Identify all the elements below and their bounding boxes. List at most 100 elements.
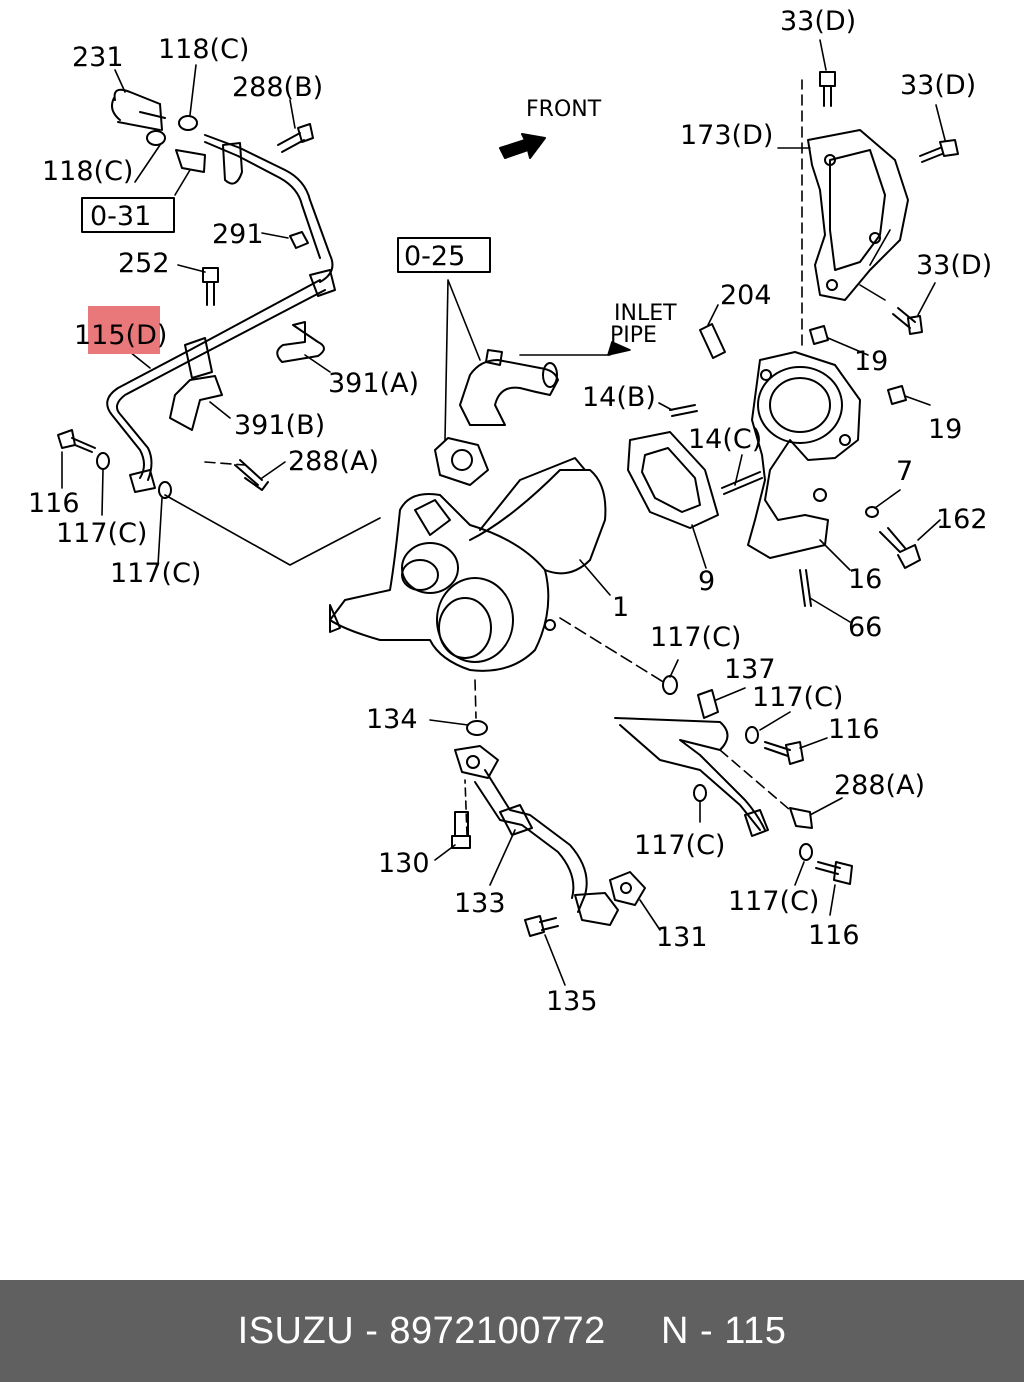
stud-14b [669, 404, 698, 417]
label-box-031: 0-31 [90, 201, 151, 232]
label-9: 9 [698, 566, 715, 597]
nut-19-a [809, 325, 829, 345]
oil-pipe-upper [204, 134, 334, 283]
label-118c-top: 118(C) [158, 34, 249, 65]
label-117c-b: 117(C) [110, 558, 201, 589]
label-19-b: 19 [928, 414, 962, 445]
bolt-288b [277, 123, 314, 153]
gasket-131 [609, 871, 646, 906]
stud-14c [721, 471, 763, 495]
stud-162 [879, 527, 921, 569]
label-inlet: INLET [614, 301, 677, 326]
label-1: 1 [612, 592, 629, 623]
highlight-115d [88, 306, 160, 354]
flange-133 [454, 745, 619, 926]
elbow-025 [459, 349, 559, 426]
label-115d: 115(D) [74, 320, 167, 351]
bracket-391a [276, 321, 325, 363]
label-291: 291 [212, 219, 264, 250]
bolt-33d-right [919, 139, 959, 163]
label-117c-e: 117(C) [634, 830, 725, 861]
label-box-025: 0-25 [404, 241, 465, 272]
footer-part-number: ISUZU - 8972100772 N - 115 [0, 1280, 1024, 1382]
label-391a: 391(A) [328, 368, 419, 399]
exhaust-outlet-16 [747, 351, 861, 559]
label-116-left: 116 [28, 488, 80, 519]
fitting-137 [697, 689, 719, 719]
label-14b: 14(B) [582, 382, 656, 413]
stud-204 [699, 323, 726, 359]
union-fitting-left [129, 469, 156, 493]
label-135: 135 [546, 986, 598, 1017]
washer-117c-f [799, 843, 813, 861]
label-130: 130 [378, 848, 430, 879]
bolt-288a-right [789, 807, 813, 829]
gasket-025 [434, 437, 489, 486]
bolt-116-low [815, 861, 853, 885]
label-131: 131 [656, 922, 708, 953]
labels: 231 118(C) 288(B) 118(C) 0-31 291 252 11… [28, 6, 992, 1017]
washer-7 [865, 506, 879, 518]
front-arrow [499, 133, 546, 159]
label-252: 252 [118, 248, 170, 279]
label-116-low: 116 [808, 920, 860, 951]
bolt-130 [451, 811, 471, 849]
bracket-391b [169, 375, 223, 431]
bolt-33d-mid [892, 307, 923, 335]
label-288a-right: 288(A) [834, 770, 925, 801]
washer-117c-a [96, 452, 110, 470]
bolt-116-left [57, 429, 96, 453]
label-pipe: PIPE [610, 323, 657, 348]
washer-117c-d [745, 726, 759, 744]
label-137: 137 [724, 654, 776, 685]
label-134: 134 [366, 704, 418, 735]
label-118c-left: 118(C) [42, 156, 133, 187]
nut-19-b [887, 385, 907, 405]
hose-231 [111, 88, 166, 131]
label-33d-top: 33(D) [780, 6, 856, 37]
bolt-252 [202, 267, 219, 306]
stud-66 [799, 569, 812, 607]
turbocharger-1 [329, 457, 607, 672]
nut-291 [289, 231, 309, 249]
clamp-118c-left [146, 130, 166, 146]
label-231: 231 [72, 42, 124, 73]
oring-134 [466, 720, 488, 736]
label-front: FRONT [526, 97, 602, 122]
label-33d-mid: 33(D) [916, 250, 992, 281]
label-391b: 391(B) [234, 410, 325, 441]
label-133: 133 [454, 888, 506, 919]
label-117c-c: 117(C) [650, 622, 741, 653]
label-66: 66 [848, 612, 882, 643]
pipe-115d [106, 269, 336, 481]
gasket-9 [627, 431, 719, 529]
oil-return-pipe [614, 717, 769, 837]
label-204: 204 [720, 280, 772, 311]
label-288a-left: 288(A) [288, 446, 379, 477]
label-288b: 288(B) [232, 72, 323, 103]
label-7: 7 [896, 456, 913, 487]
washer-117c-b [158, 481, 172, 499]
washer-117c-e [693, 784, 707, 802]
ref-box-031 [81, 197, 175, 233]
label-116-mid: 116 [828, 714, 880, 745]
label-117c-f: 117(C) [728, 886, 819, 917]
clamp-118c-top [178, 115, 198, 131]
label-162: 162 [936, 504, 988, 535]
connector-031 [175, 149, 206, 173]
bolt-288a-left [234, 459, 269, 491]
label-19-a: 19 [854, 346, 888, 377]
label-173d: 173(D) [680, 120, 773, 151]
label-117c-a: 117(C) [56, 518, 147, 549]
label-117c-d: 117(C) [752, 682, 843, 713]
heat-shield-173d [807, 129, 909, 301]
label-16: 16 [848, 564, 882, 595]
label-14c: 14(C) [688, 424, 762, 455]
bolt-135 [524, 915, 559, 937]
ref-box-025 [397, 237, 491, 273]
bolt-33d-top [819, 71, 836, 107]
label-33d-right: 33(D) [900, 70, 976, 101]
parts-diagram: 231 118(C) 288(B) 118(C) 0-31 291 252 11… [28, 6, 992, 1017]
washer-117c-c [662, 675, 678, 695]
bolt-116-mid [764, 741, 804, 765]
